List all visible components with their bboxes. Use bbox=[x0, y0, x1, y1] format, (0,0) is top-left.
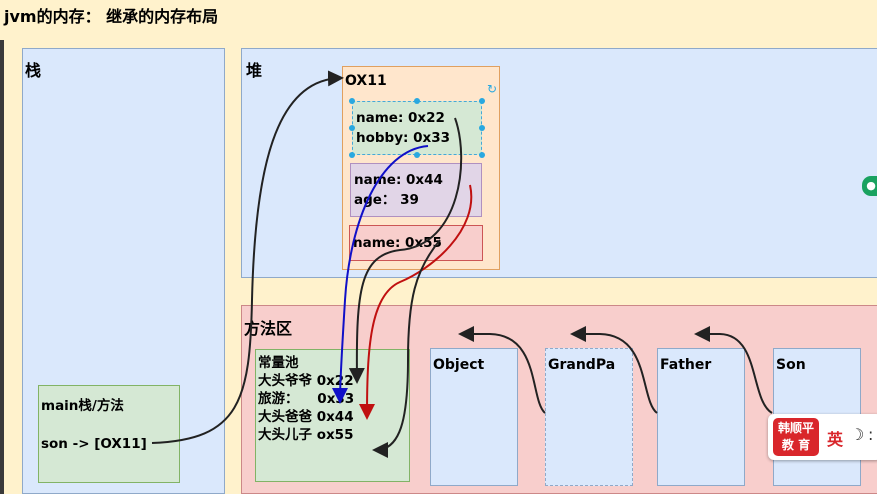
constant-pool-title: 常量池 bbox=[258, 355, 299, 371]
heap-region bbox=[241, 48, 877, 278]
brand-logo-line2: 教 育 bbox=[781, 438, 811, 452]
selection-handle[interactable] bbox=[479, 98, 485, 104]
son-name-field: name: 0x55 bbox=[353, 235, 442, 251]
moon-icon[interactable]: ☽ bbox=[850, 425, 865, 444]
language-toggle[interactable]: 英 bbox=[827, 430, 844, 449]
left-edge-bar bbox=[0, 40, 4, 494]
grandpa-fields[interactable]: name: 0x22 hobby: 0x33 bbox=[352, 101, 482, 155]
main-stack-frame[interactable]: main栈/方法 son -> [OX11] bbox=[38, 385, 180, 483]
selection-handle[interactable] bbox=[349, 152, 355, 158]
diagram-title: jvm的内存： 继承的内存布局 bbox=[4, 7, 219, 26]
class-son-label: Son bbox=[776, 357, 806, 373]
rotate-handle-icon[interactable]: ↻ bbox=[487, 82, 498, 96]
class-object[interactable]: Object bbox=[430, 348, 518, 486]
side-tool-icon[interactable]: ● bbox=[862, 176, 877, 196]
father-name-field: name: 0x44 bbox=[354, 172, 443, 188]
son-reference: son -> [OX11] bbox=[41, 436, 147, 452]
class-grandpa[interactable]: GrandPa bbox=[545, 348, 633, 486]
class-grandpa-label: GrandPa bbox=[548, 357, 616, 373]
selection-handle[interactable] bbox=[479, 125, 485, 131]
method-area-label: 方法区 bbox=[244, 319, 293, 338]
selection-handle[interactable] bbox=[349, 125, 355, 131]
class-object-label: Object bbox=[433, 357, 485, 373]
selection-handle[interactable] bbox=[414, 152, 420, 158]
class-father[interactable]: Father bbox=[657, 348, 745, 486]
object-address: OX11 bbox=[345, 73, 387, 89]
stack-label: 栈 bbox=[25, 61, 42, 80]
selection-handle[interactable] bbox=[349, 98, 355, 104]
heap-label: 堆 bbox=[246, 61, 263, 80]
more-dots[interactable]: : bbox=[868, 425, 874, 444]
son-fields[interactable]: name: 0x55 bbox=[349, 225, 483, 261]
pool-entry: 大头爷爷 0x22 bbox=[258, 373, 354, 389]
constant-pool[interactable]: 常量池 大头爷爷 0x22 旅游： 0x33 大头爸爸 0x44 大头儿子 ox… bbox=[255, 349, 410, 482]
brand-logo-line1: 韩顺平 bbox=[777, 421, 814, 435]
pool-entry: 大头儿子 ox55 bbox=[258, 427, 354, 443]
grandpa-hobby-field: hobby: 0x33 bbox=[356, 130, 450, 146]
father-age-field: age： 39 bbox=[354, 192, 419, 208]
father-fields[interactable]: name: 0x44 age： 39 bbox=[350, 163, 482, 217]
selection-handle[interactable] bbox=[414, 98, 420, 104]
grandpa-name-field: name: 0x22 bbox=[356, 110, 445, 126]
brand-badge[interactable]: 韩顺平 教 育 英 ☽ : bbox=[768, 414, 877, 460]
class-father-label: Father bbox=[660, 357, 712, 373]
main-frame-title: main栈/方法 bbox=[41, 398, 124, 414]
brand-logo: 韩顺平 教 育 bbox=[773, 418, 819, 456]
pool-entry: 大头爸爸 0x44 bbox=[258, 409, 354, 425]
selection-handle[interactable] bbox=[479, 152, 485, 158]
pool-entry: 旅游： 0x33 bbox=[258, 391, 355, 407]
